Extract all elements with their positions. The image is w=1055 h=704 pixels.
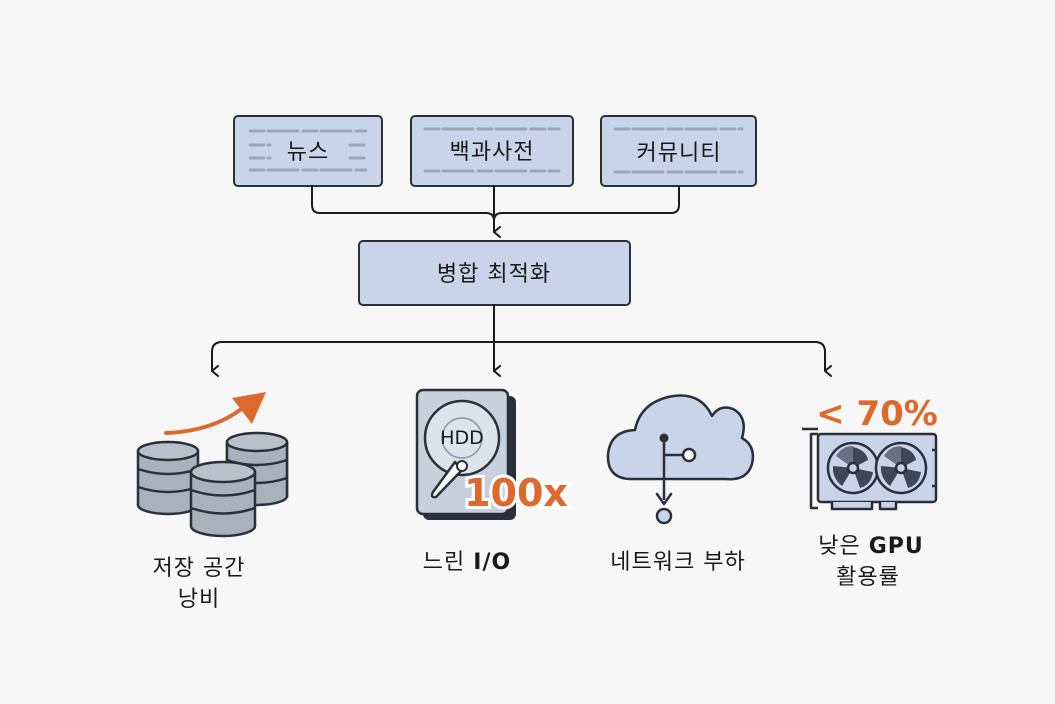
outcome-connectors [211, 304, 832, 377]
trend-arrow-icon [164, 392, 266, 435]
io-caption-prefix: 느린 [423, 550, 473, 575]
gpu-caption-line1: 낮은 GPU [818, 534, 924, 559]
cloud-network-icon [606, 394, 755, 525]
gpu-card-icon [802, 427, 938, 511]
source-label-encyclopedia: 백과사전 [450, 140, 535, 165]
gpu-caption-line2: 활용률 [836, 565, 900, 590]
merge-box: 병합 최적화 [358, 240, 631, 306]
io-caption: 느린 I/O [423, 550, 511, 575]
source-box-encyclopedia: 백과사전 [410, 115, 574, 187]
gpu-caption-bold: GPU [869, 534, 924, 559]
merge-box-label: 병합 최적화 [437, 262, 551, 287]
source-connectors [311, 185, 680, 238]
source-label-news: 뉴스 [287, 140, 329, 165]
storage-caption-line1: 저장 공간 [153, 556, 246, 581]
gpu-badge: < 70% [816, 394, 938, 434]
database-stack-icon [136, 431, 289, 538]
storage-caption-line2: 낭비 [178, 587, 220, 612]
source-label-community: 커뮤니티 [637, 141, 722, 166]
io-caption-bold: I/O [473, 550, 511, 575]
gpu-caption-prefix: 낮은 [818, 534, 868, 559]
network-caption: 네트워크 부하 [610, 550, 745, 575]
storage-caption: 저장 공간 낭비 [153, 556, 246, 612]
io-badge: 100x [464, 471, 568, 515]
source-box-news: 뉴스 [233, 115, 383, 187]
hdd-icon: HDD [415, 388, 516, 520]
source-box-community: 커뮤니티 [600, 115, 757, 187]
hdd-disk-label: HDD [440, 427, 484, 449]
